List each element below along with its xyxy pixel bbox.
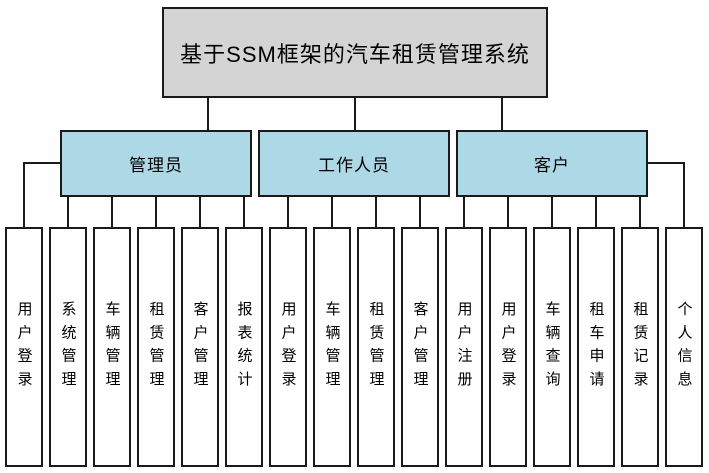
leaf-customer-user-register: 用户注册: [445, 227, 483, 467]
leaf-admin-system-mgmt: 系统管理: [49, 227, 87, 467]
branch-node-customer: 客户: [456, 130, 648, 197]
branch-node-staff: 工作人员: [258, 130, 450, 197]
branch-label: 客户: [534, 156, 570, 175]
leaf-admin-vehicle-mgmt: 车辆管理: [93, 227, 131, 467]
branch-label: 工作人员: [318, 156, 390, 175]
leaf-label: 车辆管理: [323, 300, 341, 394]
leaf-label: 租车申请: [587, 300, 605, 394]
leaf-customer-rental-records: 租赁记录: [621, 227, 659, 467]
leaf-label: 用户登录: [499, 300, 517, 394]
leaf-label: 租赁管理: [367, 300, 385, 394]
leaf-label: 用户登录: [279, 300, 297, 394]
leaf-label: 个人信息: [675, 300, 693, 394]
leaf-staff-vehicle-mgmt: 车辆管理: [313, 227, 351, 467]
leaf-admin-user-login: 用户登录: [5, 227, 43, 467]
leaf-customer-personal-info: 个人信息: [665, 227, 703, 467]
branch-label: 管理员: [129, 156, 183, 175]
leaf-admin-rental-mgmt: 租赁管理: [137, 227, 175, 467]
leaf-staff-rental-mgmt: 租赁管理: [357, 227, 395, 467]
leaf-admin-report-stats: 报表统计: [225, 227, 263, 467]
leaf-label: 客户管理: [191, 300, 209, 394]
elbow-connector-right: [648, 162, 685, 228]
root-title: 基于SSM框架的汽车租赁管理系统: [180, 41, 530, 67]
leaf-label: 客户管理: [411, 300, 429, 394]
leaf-label: 租赁记录: [631, 300, 649, 394]
elbow-connector-left: [23, 162, 60, 228]
leaf-label: 租赁管理: [147, 300, 165, 394]
leaf-label: 用户登录: [15, 300, 33, 394]
leaf-label: 报表统计: [235, 300, 253, 394]
leaf-customer-rental-apply: 租车申请: [577, 227, 615, 467]
leaf-admin-customer-mgmt: 客户管理: [181, 227, 219, 467]
leaf-label: 车辆管理: [103, 300, 121, 394]
leaf-label: 系统管理: [59, 300, 77, 394]
branch-node-admin: 管理员: [60, 130, 252, 197]
root-node: 基于SSM框架的汽车租赁管理系统: [162, 7, 548, 98]
leaf-customer-user-login: 用户登录: [489, 227, 527, 467]
leaf-staff-customer-mgmt: 客户管理: [401, 227, 439, 467]
leaf-label: 用户注册: [455, 300, 473, 394]
leaf-staff-user-login: 用户登录: [269, 227, 307, 467]
leaf-customer-vehicle-query: 车辆查询: [533, 227, 571, 467]
leaf-label: 车辆查询: [543, 300, 561, 394]
